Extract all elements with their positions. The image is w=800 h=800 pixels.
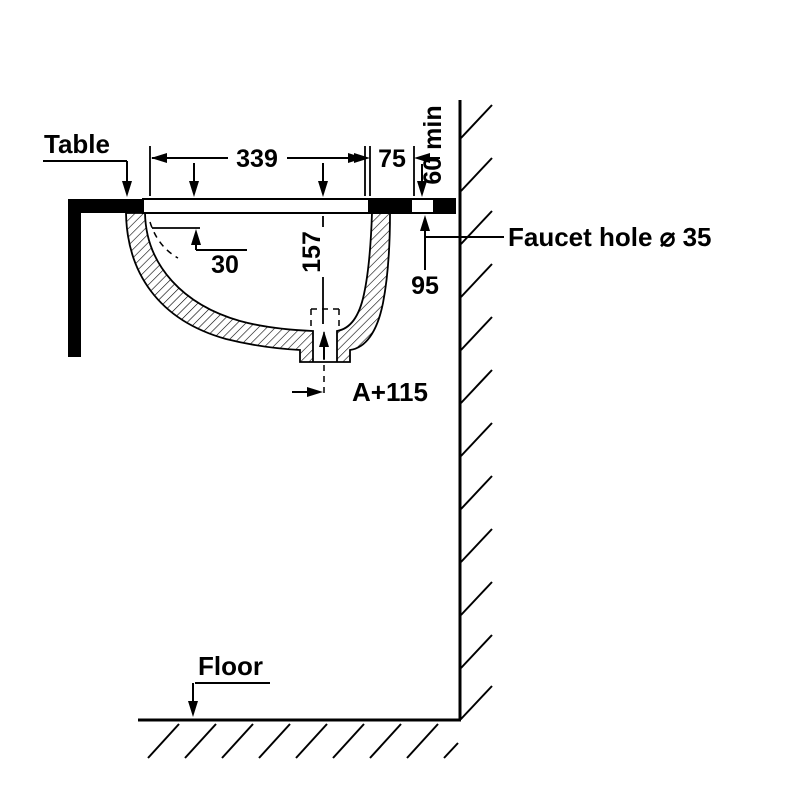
dim-95-text: 95 <box>411 272 439 300</box>
table-structure <box>68 199 144 357</box>
dim-a115-text: A+115 <box>352 377 428 407</box>
basin-cross-section <box>125 198 456 398</box>
basin-deck-solid <box>368 199 412 213</box>
dim-60min-text: 60 min <box>419 105 447 184</box>
floor-hatch <box>147 723 459 759</box>
hidden-edge-arc <box>149 221 179 259</box>
dimension-157: 157 <box>298 216 329 359</box>
floor-label-text: Floor <box>198 651 263 681</box>
dimension-30: 30 <box>191 229 247 279</box>
dimension-60min: 60 min <box>417 105 447 197</box>
faucet-hole-arrow-icon <box>420 215 430 231</box>
table-arrow-icon <box>122 181 132 197</box>
wall-section <box>458 100 493 720</box>
dim-30-text: 30 <box>211 251 239 279</box>
faucet-hole-label-text: Faucet hole ⌀ 35 <box>508 222 712 252</box>
dimension-95: 95 <box>411 237 439 300</box>
table-label-text: Table <box>44 129 110 159</box>
label-faucet-hole: Faucet hole ⌀ 35 <box>420 215 712 252</box>
dim-75-text: 75 <box>378 145 406 173</box>
dimension-339: 339 <box>149 145 366 197</box>
dim-157-text: 157 <box>298 231 326 273</box>
dimension-a115: A+115 <box>292 377 428 407</box>
wall-hatch <box>460 104 493 720</box>
floor-arrow-icon <box>188 701 198 717</box>
bowl-wall <box>125 212 391 363</box>
drain-hidden-lines <box>310 308 340 330</box>
dimension-75: 75 <box>354 145 440 196</box>
floor-section <box>138 718 461 759</box>
label-table: Table <box>43 129 132 197</box>
label-floor: Floor <box>188 651 270 717</box>
faucet-hole-right-edge <box>433 199 455 213</box>
dim-339-text: 339 <box>236 145 278 173</box>
